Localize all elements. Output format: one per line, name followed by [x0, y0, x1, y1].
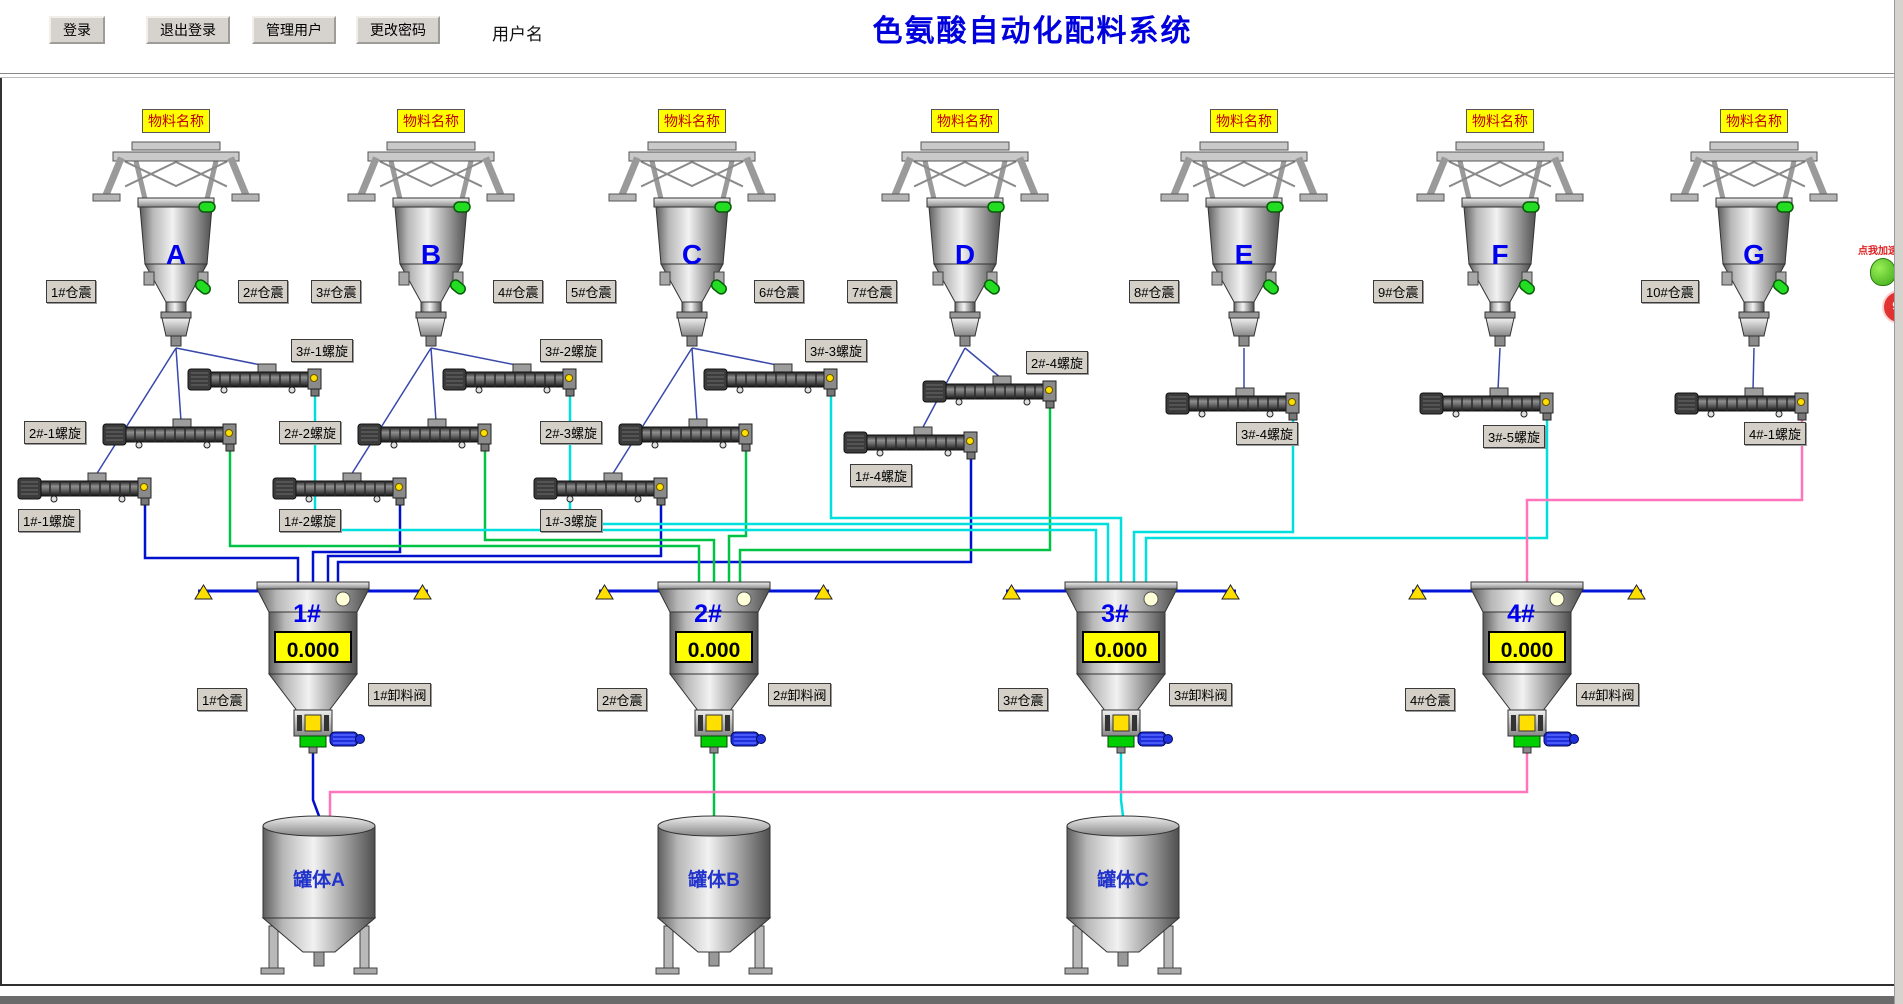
weigh-hopper-name: 4#	[1507, 600, 1535, 628]
screw-label: 1#-3螺旋	[540, 509, 603, 532]
discharge-valve-label: 3#卸料阀	[1169, 683, 1233, 706]
screw-label: 1#-2螺旋	[279, 509, 342, 532]
bin-vibrator-label: 9#仓震	[1373, 280, 1424, 303]
screw-label: 2#-2螺旋	[279, 421, 342, 444]
material-name-label: 物料名称	[1210, 109, 1278, 133]
bin-vibrator-label: 6#仓震	[754, 280, 805, 303]
tank-name: 罐体A	[292, 868, 345, 891]
left-edge	[0, 78, 2, 984]
bin-vibrator-label: 4#仓震	[493, 280, 544, 303]
screw-conveyor-2-4	[922, 375, 1057, 409]
material-name-label: 物料名称	[1720, 109, 1788, 133]
screw-conveyor-2-1	[102, 418, 237, 452]
discharge-valve-label: 2#卸料阀	[768, 683, 832, 706]
material-name-label: 物料名称	[1466, 109, 1534, 133]
page-title: 色氨酸自动化配料系统	[872, 15, 1193, 48]
manage-users-button[interactable]: 管理用户	[252, 16, 336, 44]
bottom-edge	[0, 996, 1903, 1004]
screw-conveyor-3-4	[1165, 387, 1300, 421]
feeder-letter: F	[1491, 239, 1508, 270]
screw-conveyor-2-2	[357, 418, 492, 452]
weight-display[interactable]: 0.000	[688, 639, 741, 662]
change-password-button[interactable]: 更改密码	[356, 16, 440, 44]
bin-vibrator-label: 5#仓震	[566, 280, 617, 303]
login-button[interactable]: 登录	[49, 16, 105, 44]
screw-conveyor-1-1	[17, 472, 152, 506]
weigh-vibrator-label: 3#仓震	[998, 688, 1049, 711]
feeder-letter: G	[1743, 239, 1765, 270]
material-name-label: 物料名称	[658, 109, 726, 133]
tank-C	[1064, 815, 1182, 975]
feeder-letter: E	[1235, 239, 1254, 270]
discharge-valve-label: 4#卸料阀	[1576, 683, 1640, 706]
screw-conveyor-3-2	[442, 363, 577, 397]
tank-name: 罐体B	[687, 868, 740, 891]
tank-A	[260, 815, 378, 975]
tank-name: 罐体C	[1096, 868, 1149, 891]
bottom-divider	[0, 984, 1903, 986]
screw-conveyor-2-3	[618, 418, 753, 452]
screw-conveyor-3-1	[187, 363, 322, 397]
screw-conveyor-1-3	[533, 472, 668, 506]
feeder-letter: D	[955, 239, 975, 270]
bin-vibrator-label: 1#仓震	[46, 280, 97, 303]
tank-B	[655, 815, 773, 975]
speedup-ad-text[interactable]: 点我加速	[1858, 246, 1898, 257]
pipes-to-hopper-4	[328, 419, 1804, 816]
weigh-vibrator-label: 2#仓震	[597, 688, 648, 711]
top-toolbar: 登录 退出登录 管理用户 更改密码 用户名 色氨酸自动化配料系统	[0, 0, 1903, 74]
bin-vibrator-label: 3#仓震	[311, 280, 362, 303]
screw-label: 2#-4螺旋	[1026, 351, 1089, 374]
screw-label: 3#-2螺旋	[540, 339, 603, 362]
screw-label: 3#-1螺旋	[291, 339, 354, 362]
feeder-letter: A	[166, 239, 186, 270]
weigh-hopper-name: 3#	[1101, 600, 1129, 628]
screw-conveyor-3-3	[703, 363, 838, 397]
pipes-to-hopper-3	[313, 395, 1549, 817]
diagram-texts: A B C D E F G 1# 2# 3# 4# 0.000 0.000 0.…	[166, 239, 1765, 891]
material-name-label: 物料名称	[931, 109, 999, 133]
weight-display[interactable]: 0.000	[1095, 639, 1148, 662]
discharge-valve-label: 1#卸料阀	[368, 683, 432, 706]
screw-conveyor-1-2	[272, 472, 407, 506]
screw-conveyor-4-1	[1674, 387, 1809, 421]
feeder-letter: C	[682, 239, 702, 270]
header-divider	[0, 77, 1903, 78]
material-name-label: 物料名称	[142, 109, 210, 133]
bin-vibrator-label: 8#仓震	[1129, 280, 1180, 303]
logout-button[interactable]: 退出登录	[146, 16, 230, 44]
weigh-hopper-name: 1#	[293, 600, 321, 628]
weigh-hopper-name: 2#	[694, 600, 722, 628]
screw-label: 3#-3螺旋	[805, 339, 868, 362]
screw-label: 3#-4螺旋	[1236, 422, 1299, 445]
weigh-vibrator-label: 1#仓震	[197, 688, 248, 711]
bin-vibrator-label: 10#仓震	[1641, 280, 1699, 303]
weight-display[interactable]: 0.000	[287, 639, 340, 662]
screw-label: 3#-5螺旋	[1483, 425, 1546, 448]
weight-display[interactable]: 0.000	[1501, 639, 1554, 662]
screw-label: 2#-1螺旋	[24, 421, 87, 444]
ad-mascot-icon[interactable]	[1870, 258, 1896, 286]
feeder-letter: B	[421, 239, 441, 270]
screw-label: 4#-1螺旋	[1744, 422, 1807, 445]
screw-label: 1#-4螺旋	[850, 464, 913, 487]
screw-label: 2#-3螺旋	[540, 421, 603, 444]
screw-label: 1#-1螺旋	[18, 509, 81, 532]
bin-vibrator-label: 7#仓震	[847, 280, 898, 303]
screw-conveyor-3-5	[1419, 387, 1554, 421]
pipes-to-hopper-2	[228, 407, 1052, 816]
screw-conveyor-1-4	[843, 426, 978, 460]
bin-vibrator-label: 2#仓震	[238, 280, 289, 303]
right-scrollbar[interactable]	[1894, 0, 1903, 1004]
username-label: 用户名	[492, 25, 543, 44]
material-name-label: 物料名称	[397, 109, 465, 133]
weigh-vibrator-label: 4#仓震	[1405, 688, 1456, 711]
